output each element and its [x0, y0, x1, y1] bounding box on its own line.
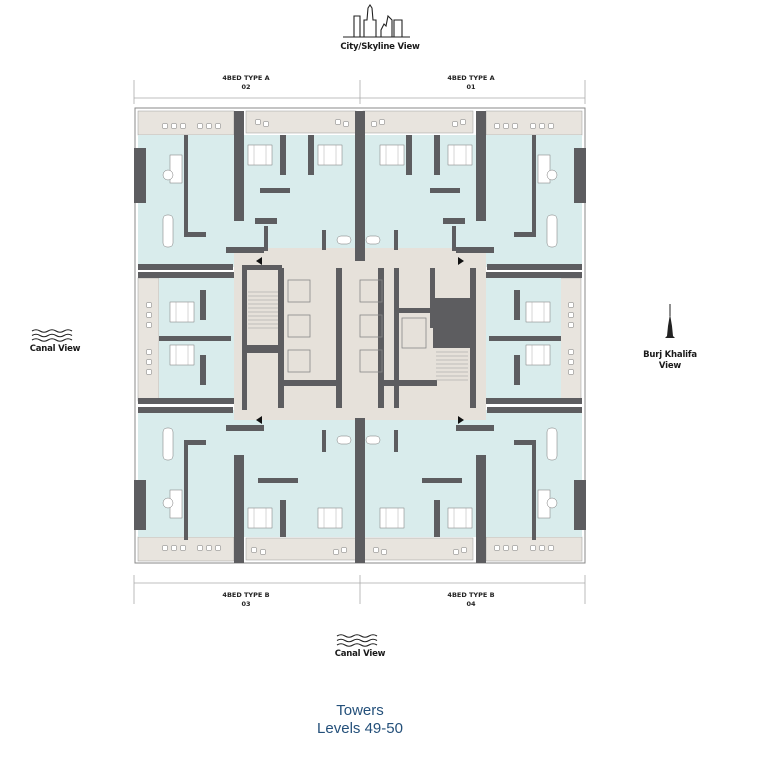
elevators — [287, 279, 427, 373]
left-canal-view-label: Canal View — [29, 344, 81, 354]
entry-arrows — [256, 257, 464, 424]
skyline-view-marker: City/Skyline View — [320, 4, 440, 54]
unit-type: 4BED TYPE A — [447, 74, 495, 82]
burj-khalifa-view-label-line2: View — [658, 361, 682, 371]
unit-type: 4BED TYPE B — [222, 591, 270, 599]
burj-khalifa-view-label-line1: Burj Khalifa — [643, 350, 697, 360]
waves-icon — [31, 329, 73, 342]
burj-khalifa-icon — [665, 304, 675, 338]
bathtubs — [336, 235, 381, 445]
stairs — [248, 291, 468, 381]
waves-icon — [336, 634, 378, 647]
walls — [134, 111, 586, 563]
unit-number: 02 — [241, 83, 251, 91]
unit-label-01: 4BED TYPE A 01 — [421, 74, 521, 92]
unit-label-03: 4BED TYPE B 03 — [196, 591, 296, 609]
dining-tables — [162, 214, 558, 461]
skyline-icon — [343, 4, 410, 38]
unit-type: 4BED TYPE A — [222, 74, 270, 82]
left-canal-view-marker: Canal View — [20, 328, 90, 355]
caption-title: Towers — [336, 702, 384, 719]
unit-type: 4BED TYPE B — [447, 591, 495, 599]
bottom-canal-view-marker: Canal View — [325, 633, 395, 660]
unit-number: 03 — [241, 600, 251, 608]
unit-number: 04 — [466, 600, 476, 608]
bottom-canal-view-label: Canal View — [334, 649, 386, 659]
caption-subtitle: Levels 49-50 — [317, 720, 403, 737]
sofas — [162, 154, 558, 519]
unit-label-02: 4BED TYPE A 02 — [196, 74, 296, 92]
burj-khalifa-view-marker: Burj Khalifa View — [630, 302, 710, 372]
balconies — [137, 110, 583, 562]
unit-label-04: 4BED TYPE B 04 — [421, 591, 521, 609]
floor-plan — [133, 80, 586, 604]
dimension-lines — [133, 80, 586, 604]
city-skyline-view-label: City/Skyline View — [340, 42, 420, 52]
unit-number: 01 — [466, 83, 476, 91]
floor-caption: Towers Levels 49-50 — [260, 702, 460, 738]
